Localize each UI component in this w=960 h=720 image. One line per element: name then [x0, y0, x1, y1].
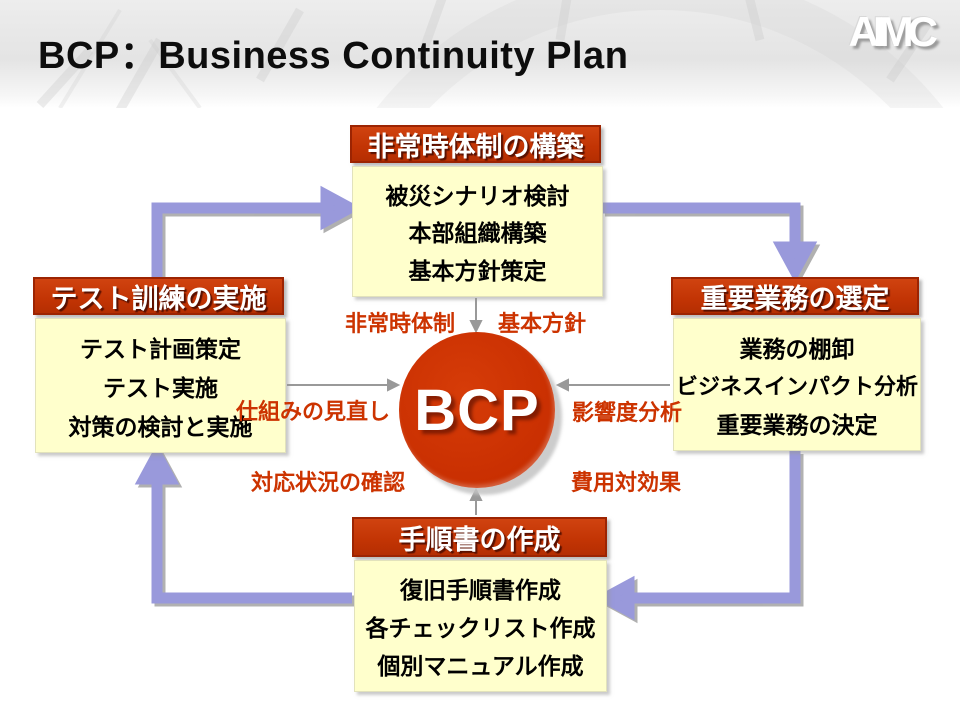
flow-label-emergency-structure: 非常時体制	[344, 311, 455, 336]
box-body-test-training: テスト計画策定 テスト実施 対策の検討と実施	[35, 318, 286, 453]
box-item: 個別マニュアル作成	[377, 653, 584, 679]
box-item: 対策の検討と実施	[68, 413, 253, 440]
box-item: 重要業務の決定	[716, 411, 878, 438]
box-body-critical-operations: 業務の棚卸 ビジネスインパクト分析 重要業務の決定	[673, 318, 921, 451]
page-title: BCP：Business Continuity Plan	[38, 35, 629, 77]
cycle-arrow-right-to-bottom	[593, 451, 801, 621]
connector-bottom-to-center	[469, 487, 483, 515]
box-item: ビジネスインパクト分析	[676, 373, 919, 399]
bcp-center-circle: BCP	[399, 332, 555, 488]
connector-right-to-center	[555, 378, 670, 392]
connector-top-to-center	[469, 298, 483, 334]
flow-label-cost-effectiveness: 費用対効果	[571, 470, 682, 495]
box-item: テスト実施	[103, 374, 218, 401]
box-body-emergency-structure: 被災シナリオ検討 本部組織構築 基本方針策定	[352, 166, 603, 297]
box-item: テスト計画策定	[80, 335, 241, 362]
box-item: 被災シナリオ検討	[385, 182, 570, 209]
box-header-procedures: 手順書の作成	[352, 517, 607, 557]
aimc-logo: AIMC	[848, 8, 938, 55]
cycle-arrow-top-to-right	[602, 202, 818, 283]
flow-label-mechanism-review: 仕組みの見直し	[235, 399, 390, 424]
box-item: 各チェックリスト作成	[365, 615, 596, 641]
flow-label-impact-analysis: 影響度分析	[572, 400, 683, 425]
slide-header: BCP：Business Continuity Plan AIMC	[0, 0, 960, 108]
flow-label-basic-policy: 基本方針	[498, 311, 587, 336]
box-item: 本部組織構築	[408, 220, 547, 247]
box-header-label: 手順書の作成	[398, 524, 561, 555]
watch-watermark	[36, 0, 944, 108]
box-item: 業務の棚卸	[739, 335, 855, 362]
flow-label-status-check: 対応状況の確認	[250, 470, 405, 495]
box-header-critical-operations: 重要業務の選定	[671, 277, 919, 315]
box-header-emergency-structure: 非常時体制の構築	[350, 125, 601, 163]
box-body-procedures: 復旧手順書作成 各チェックリスト作成 個別マニュアル作成	[354, 560, 607, 692]
box-header-test-training: テスト訓練の実施	[33, 277, 284, 315]
connector-left-to-center	[287, 378, 401, 392]
cycle-arrow-bottom-to-left	[134, 443, 352, 604]
box-header-label: テスト訓練の実施	[50, 283, 267, 314]
box-item: 基本方針策定	[408, 258, 547, 285]
bcp-label: BCP	[414, 377, 540, 443]
box-header-label: 非常時体制の構築	[367, 131, 584, 162]
cycle-arrow-left-to-top	[151, 185, 362, 282]
box-item: 復旧手順書作成	[400, 577, 561, 603]
box-header-label: 重要業務の選定	[700, 283, 890, 314]
